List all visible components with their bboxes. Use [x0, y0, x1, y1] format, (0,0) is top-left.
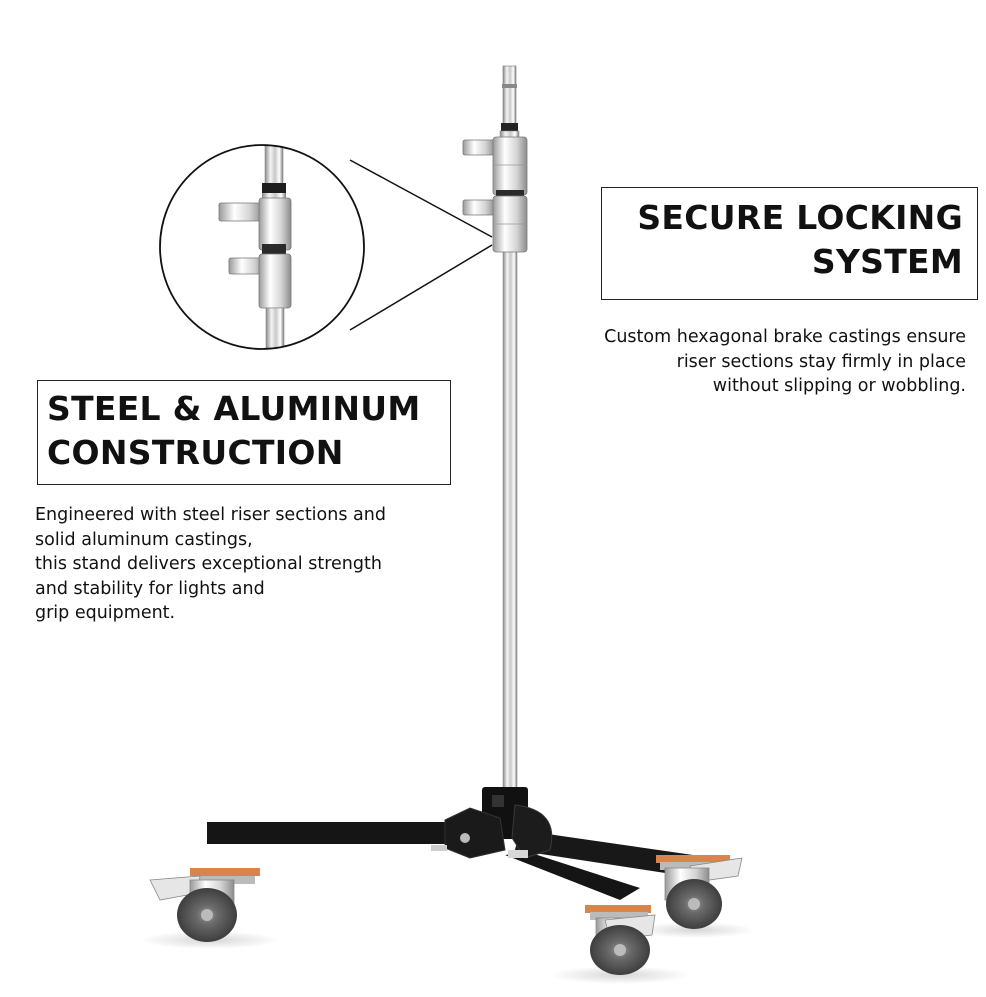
- steel-aluminum-description: Engineered with steel riser sections and…: [35, 503, 386, 626]
- secure-locking-title-box: SECURE LOCKING SYSTEM: [601, 187, 978, 300]
- zoom-callout: [159, 144, 365, 350]
- zoom-connector-lines: [349, 159, 493, 331]
- steel-aluminum-title-line-2: CONSTRUCTION: [47, 433, 344, 472]
- caster-front: [585, 905, 656, 975]
- lock-block-upper: [462, 136, 528, 198]
- caster-right: [656, 855, 743, 929]
- secure-locking-title-line-2: SYSTEM: [811, 242, 963, 281]
- lock-block-lower: [462, 195, 528, 253]
- secure-locking-title-line-1: SECURE LOCKING: [637, 198, 963, 237]
- steel-aluminum-description-line: solid aluminum castings,: [35, 529, 253, 550]
- stand-base: [207, 787, 700, 900]
- steel-aluminum-description-line: Engineered with steel riser sections and: [35, 505, 386, 525]
- secure-locking-description: Custom hexagonal brake castings ensure r…: [604, 325, 966, 399]
- secure-locking-description-line: riser sections stay firmly in place: [676, 351, 966, 372]
- steel-aluminum-description-line: this stand delivers exceptional strength: [35, 554, 382, 574]
- caster-left: [149, 868, 260, 942]
- secure-locking-description-line: Custom hexagonal brake castings ensure: [604, 327, 966, 347]
- ground-shadow: [635, 922, 755, 938]
- steel-aluminum-description-line: grip equipment.: [35, 603, 176, 623]
- steel-aluminum-description-line: and stability for lights and: [35, 578, 265, 599]
- secure-locking-description-line: without slipping or wobbling.: [712, 376, 966, 396]
- steel-aluminum-title-line-1: STEEL & ALUMINUM: [47, 389, 421, 428]
- steel-aluminum-title-box: STEEL & ALUMINUM CONSTRUCTION: [37, 380, 451, 485]
- stand-pole: [499, 65, 520, 801]
